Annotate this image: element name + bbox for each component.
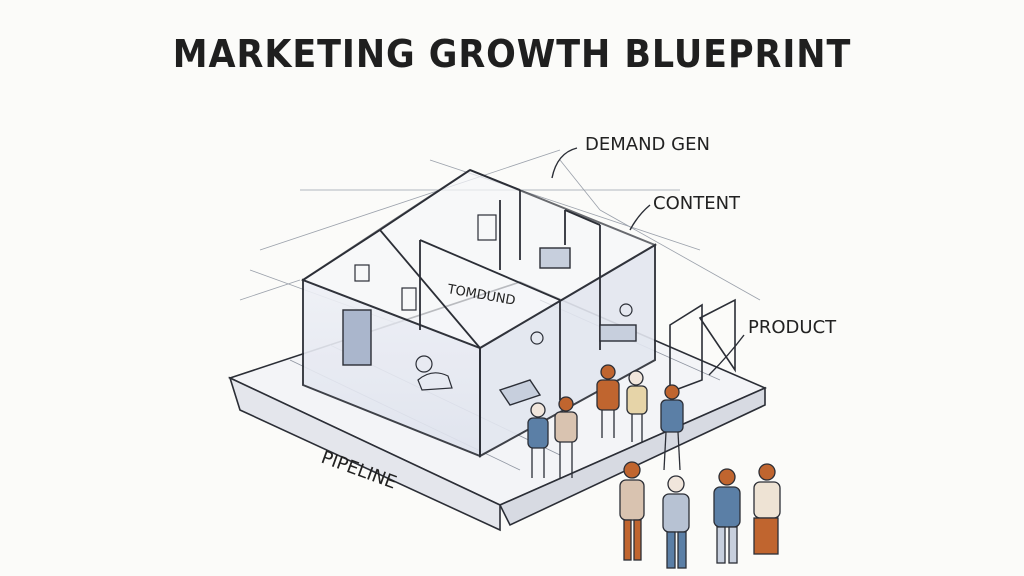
- people-group-front: [619, 461, 781, 569]
- person-head: [664, 384, 680, 400]
- person-body: [713, 486, 741, 528]
- content-leader: [629, 204, 651, 231]
- person-head: [600, 364, 616, 380]
- interior-furniture: [342, 247, 637, 406]
- roof-frame: [302, 169, 601, 400]
- person-head: [718, 468, 736, 486]
- person-body: [662, 493, 690, 533]
- interior-details: [354, 214, 633, 391]
- label-product: PRODUCT: [748, 317, 837, 338]
- doors: [669, 298, 736, 394]
- person-head: [628, 370, 644, 386]
- person-head: [558, 396, 574, 412]
- person-head: [623, 461, 641, 479]
- people-group: [527, 364, 684, 478]
- person-head: [758, 463, 776, 481]
- person-body: [596, 379, 620, 411]
- person-body: [619, 479, 645, 521]
- person-body: [527, 417, 549, 449]
- leader-lines: [551, 147, 745, 376]
- label-demand-gen: DEMAND GEN: [585, 134, 710, 155]
- person-body: [660, 399, 684, 433]
- product-leader: [708, 334, 745, 376]
- demand-gen-leader: [551, 147, 578, 179]
- person-head: [667, 475, 685, 493]
- person-body: [753, 481, 781, 519]
- person-body: [554, 411, 578, 443]
- person-head: [530, 402, 546, 418]
- person-body: [626, 385, 648, 415]
- label-content: CONTENT: [653, 193, 741, 214]
- diagram-title: MARKETING GROWTH BLUEPRINT: [172, 32, 852, 76]
